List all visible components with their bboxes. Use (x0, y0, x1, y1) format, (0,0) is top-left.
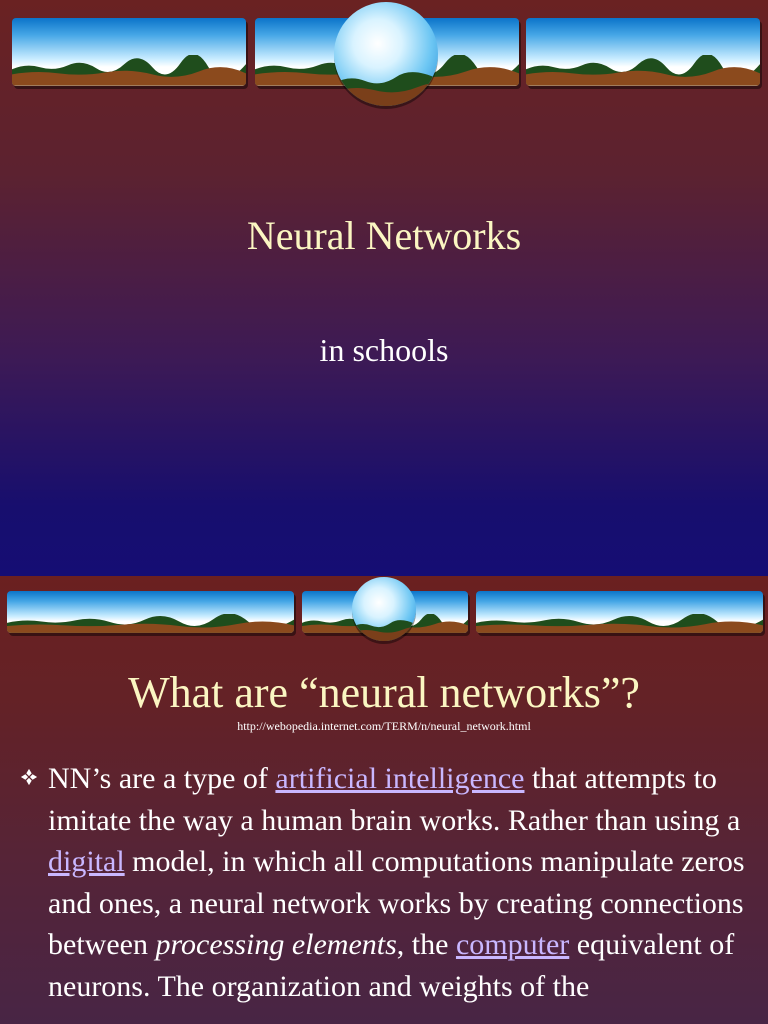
body-text-segment: NN’s are a type of (48, 762, 276, 795)
slide-title: What are “neural networks”? (128, 668, 640, 717)
emphasis-text: processing elements (155, 928, 397, 961)
globe-icon (334, 2, 438, 106)
title-slide: Neural Networks in schools (0, 0, 768, 576)
body-text-segment: equivalent of neurons. The organization … (48, 928, 735, 1003)
source-url[interactable]: http://webopedia.internet.com/TERM/n/neu… (237, 719, 531, 733)
content-slide: What are “neural networks”? http://webop… (0, 576, 768, 1024)
bullet-list: NN’s are a type of artificial intelligen… (20, 758, 750, 1007)
inline-link[interactable]: computer (455, 928, 570, 961)
landscape-icon (7, 614, 294, 633)
landscape-icon (12, 55, 246, 86)
bullet-text: NN’s are a type of artificial intelligen… (48, 758, 750, 1007)
landscape-banner-right (476, 591, 763, 633)
landscape-icon (526, 55, 760, 86)
inline-link[interactable]: artificial intelligence (275, 762, 525, 795)
inline-link[interactable]: digital (48, 845, 125, 878)
landscape-banner-right (526, 18, 760, 86)
body-text-segment: model, in which all computations manipul… (48, 845, 745, 961)
slide-title: Neural Networks (246, 213, 522, 258)
slide-subtitle: in schools (319, 332, 449, 368)
body-text-segment: that attempts to imitate the way a human… (48, 762, 741, 837)
landscape-banner-left (7, 591, 294, 633)
body-text-segment: , the (396, 928, 456, 961)
diamond-bullet-icon (20, 768, 38, 786)
globe-icon (352, 577, 416, 641)
landscape-banner-left (12, 18, 246, 86)
landscape-icon (476, 614, 763, 633)
